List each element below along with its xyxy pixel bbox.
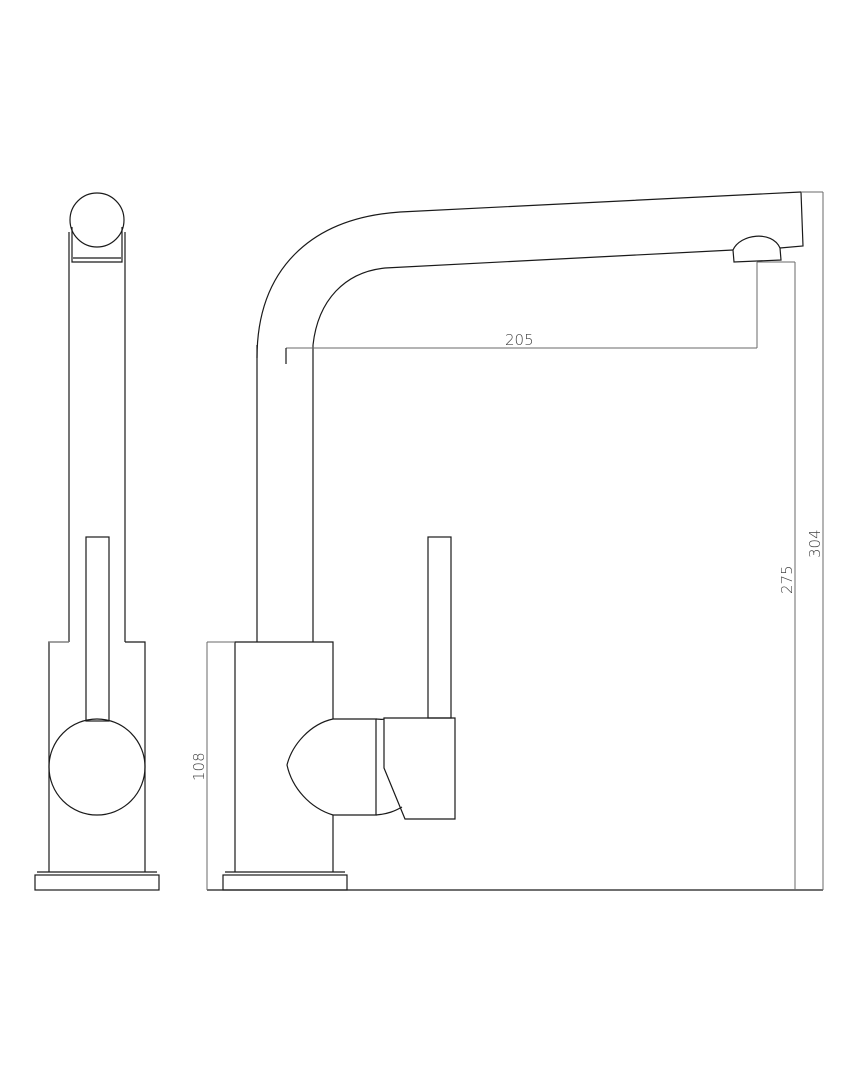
side-view (222, 191, 804, 891)
side-lever-stem (427, 536, 452, 719)
side-aerator (732, 235, 782, 263)
side-spout-outer (256, 191, 802, 359)
dim-overall-height-label: 304 (806, 529, 824, 558)
side-handle-hub (333, 718, 377, 816)
dim-reach-label: 205 (505, 331, 534, 349)
front-spout-collar (71, 227, 123, 263)
dim-body-height-label: 108 (190, 752, 208, 781)
front-view (34, 192, 160, 891)
dimensions: 205 275 304 108 (190, 191, 824, 891)
front-spout-head (69, 192, 125, 248)
front-cartridge (48, 718, 146, 816)
side-spout-inner (312, 249, 734, 346)
front-lever (85, 536, 110, 722)
side-spout-end (779, 191, 804, 249)
side-lever-block (383, 717, 456, 820)
front-body (48, 641, 146, 872)
side-body (234, 641, 334, 872)
front-base-plate (34, 874, 160, 891)
dim-outlet-height-label: 275 (778, 565, 796, 594)
side-cartridge-dome (286, 718, 334, 816)
side-base-plate (222, 874, 348, 891)
